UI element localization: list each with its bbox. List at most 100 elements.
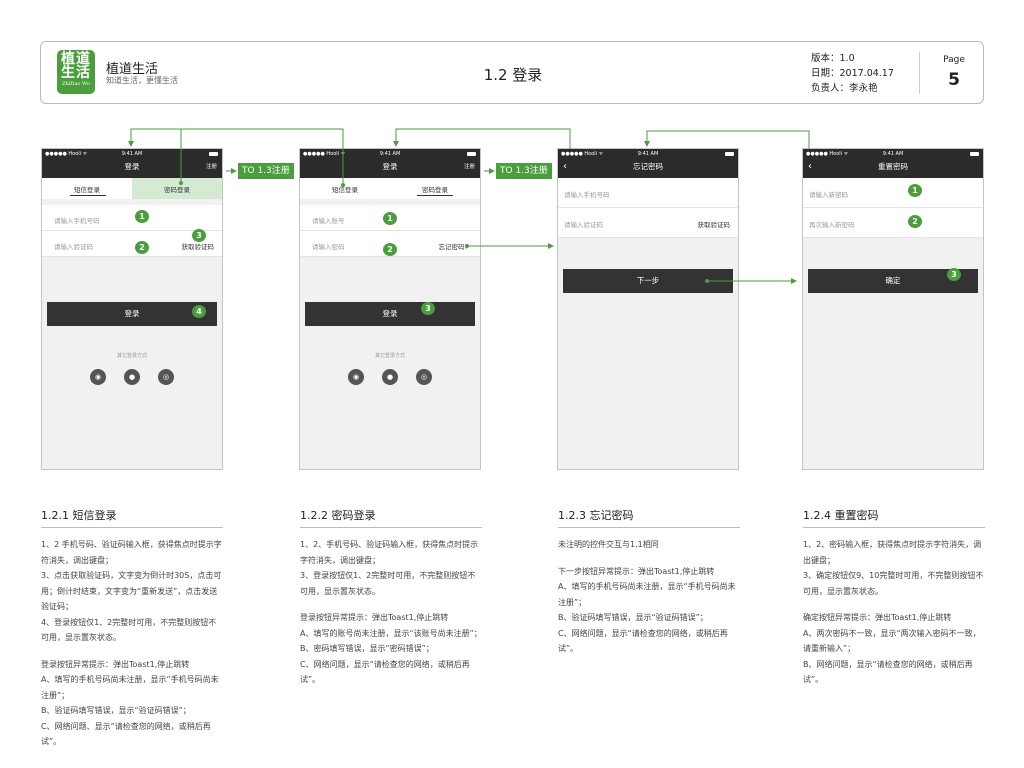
badge-1: 1 [135,210,149,223]
screen-forgot-password: ●●●●● Hooli ᯤ 9:41 AM ‹ 忘记密码 请输入手机号码 请输入… [557,148,739,470]
section-line: 1、2、密码输入框，获得焦点时提示字符消失，调出键盘； [803,540,982,565]
nav-title: 登录 [382,162,398,171]
section-line: C、网络问题，显示“请检查您的网络，或稍后再试”。 [558,628,728,654]
carrier: ●●●●● Hooli ᯤ [806,151,849,157]
battery-icon [467,152,476,156]
badge-2: 2 [135,241,149,254]
register-link[interactable]: 注册 [463,164,475,170]
confirm-password-field[interactable]: 再次输入新密码 [803,208,983,238]
login-tabs: 短信登录 密码登录 [42,178,222,199]
doc-meta: 版本：1.0 日期：2017.04.17 负责人：李永艳 [811,51,894,96]
divider [803,527,985,528]
get-code-button[interactable]: 获取验证码 [181,243,215,251]
battery-icon [725,152,734,156]
badge-3: 3 [421,302,435,315]
status-bar: ●●●●● Hooli ᯤ 9:41 AM [803,149,983,160]
section-line: 3、点击获取验证码，文字变为倒计时30S，点击可用；倒计时结束，文字变为“重新发… [41,571,222,611]
tab-indicator [70,195,106,196]
status-bar: ●●●●● Hooli ᯤ 9:41 AM [300,149,480,160]
section-line: C、网络问题、显示“请检查您的网络，或稍后再试”。 [41,721,211,747]
login-button[interactable]: 登录 [305,302,475,326]
section-line: 未注明的控件交互与1.1相同 [558,540,659,549]
qq-icon[interactable]: ● [124,369,140,385]
section-title: 1.2.4 重置密码 [803,509,879,522]
owner: 负责人：李永艳 [811,83,878,94]
divider [558,527,740,528]
status-time: 9:41 AM [882,151,904,157]
weibo-icon[interactable]: ◎ [158,369,174,385]
section-line: B、验证码填写错误，显示“验证码错误”； [41,706,191,715]
tab-password-login[interactable]: 密码登录 [164,186,190,194]
screen-reset-password: ●●●●● Hooli ᯤ 9:41 AM ‹ 重置密码 请输入新密码 再次输入… [802,148,984,470]
weibo-icon[interactable]: ◎ [416,369,432,385]
nav-bar: ‹ 忘记密码 [558,160,738,178]
register-link[interactable]: 注册 [205,164,217,170]
page-label: Page [943,55,965,65]
section-title: 1.2.1 短信登录 [41,509,117,522]
divider [41,527,223,528]
status-time: 9:41 AM [637,151,659,157]
badge-1: 1 [908,184,922,197]
section-line: 确定按钮异常提示：弹出Toast1,停止跳转 [803,613,952,622]
tab-indicator [417,195,453,196]
section-line: 3、登录按钮仅1、2完整时可用，不完整则按钮不可用，显示置灰状态。 [300,571,476,596]
nav-title: 登录 [124,162,140,171]
next-button[interactable]: 下一步 [563,269,733,293]
battery-icon [209,152,218,156]
doc-header: 植道 生活 ZhiDao Wo 植道生活 知道生活，更懂生活 1.2 登录 版本… [40,41,984,104]
section-body: 1、2、密码输入框，获得焦点时提示字符消失，调出键盘； 3、确定按钮仅9、10完… [803,537,985,688]
tab-sms-login[interactable]: 短信登录 [74,186,100,194]
status-time: 9:41 AM [121,151,143,157]
section-line: 3、确定按钮仅9、10完整时可用，不完整则按钮不可用，显示置灰状态。 [803,571,984,596]
section-line: B、密码填写错误，显示“密码错误”； [300,644,434,653]
other-login-label: 其它登录方式 [116,353,147,359]
tab-sms-login[interactable]: 短信登录 [332,186,358,194]
password-placeholder: 请输入密码 [312,243,345,251]
app-slogan: 知道生活，更懂生活 [106,76,178,85]
login-button[interactable]: 登录 [47,302,217,326]
status-bar: ●●●●● Hooli ᯤ 9:41 AM [42,149,222,160]
badge-2: 2 [383,243,397,256]
badge-1: 1 [383,212,397,225]
other-login-label: 其它登录方式 [374,353,405,359]
section-line: A、填写的账号尚未注册，显示“该账号尚未注册”； [300,628,482,638]
login-tabs: 短信登录 密码登录 [300,178,480,199]
badge-2: 2 [908,215,922,228]
nav-bar: 登录 注册 [300,160,480,178]
account-placeholder: 请输入账号 [312,217,345,225]
tab-password-login[interactable]: 密码登录 [422,186,448,194]
section-line: B、网络问题，显示“请检查您的网络，或稍后再试”。 [803,659,973,685]
nav-title: 忘记密码 [633,162,663,171]
forgot-password-link[interactable]: 忘记密码? [438,243,468,251]
carrier: ●●●●● Hooli ᯤ [45,151,88,157]
to-register-box-2: TO 1.3注册 [496,163,552,179]
code-placeholder: 请输入验证码 [564,221,603,229]
wechat-icon[interactable]: ◉ [90,369,106,385]
to-register-box-1: TO 1.3注册 [238,163,294,179]
phone-placeholder: 请输入手机号码 [564,191,610,199]
section-line: 1、2 手机号码、验证码输入框，获得焦点时提示字符消失，调出键盘； [41,540,222,565]
get-code-button[interactable]: 获取验证码 [697,221,731,229]
new-password-field[interactable]: 请输入新密码 [803,178,983,208]
logo-text: 植道 生活 [61,51,91,81]
logo-subtext: ZhiDao Wo [62,81,90,87]
status-bar: ●●●●● Hooli ᯤ 9:41 AM [558,149,738,160]
phone-field[interactable]: 请输入手机号码 [42,205,222,231]
back-icon[interactable]: ‹ [563,161,567,172]
section-line: C、网络问题，显示“请检查您的网络，或稍后再试”。 [300,659,470,685]
page-number: 5 [948,70,960,90]
section-title: 1.2.3 忘记密码 [558,509,634,522]
section-body: 1、2、手机号码、验证码输入框，获得焦点时提示字符消失，调出键盘； 3、登录按钮… [300,537,482,688]
section-title: 1.2.2 密码登录 [300,509,376,522]
screen-password-login: ●●●●● Hooli ᯤ 9:41 AM 登录 注册 短信登录 密码登录 请输… [299,148,481,470]
confirm-password-placeholder: 再次输入新密码 [809,221,855,229]
new-password-placeholder: 请输入新密码 [809,191,848,199]
wechat-icon[interactable]: ◉ [348,369,364,385]
phone-field[interactable]: 请输入手机号码 [558,178,738,208]
badge-4: 4 [192,305,206,318]
code-field[interactable]: 请输入验证码 获取验证码 [558,208,738,238]
back-icon[interactable]: ‹ [808,161,812,172]
section-line: 1、2、手机号码、验证码输入框，获得焦点时提示字符消失，调出键盘； [300,540,479,565]
section-line: 登录按钮异常提示：弹出Toast1,停止跳转 [300,613,449,622]
qq-icon[interactable]: ● [382,369,398,385]
